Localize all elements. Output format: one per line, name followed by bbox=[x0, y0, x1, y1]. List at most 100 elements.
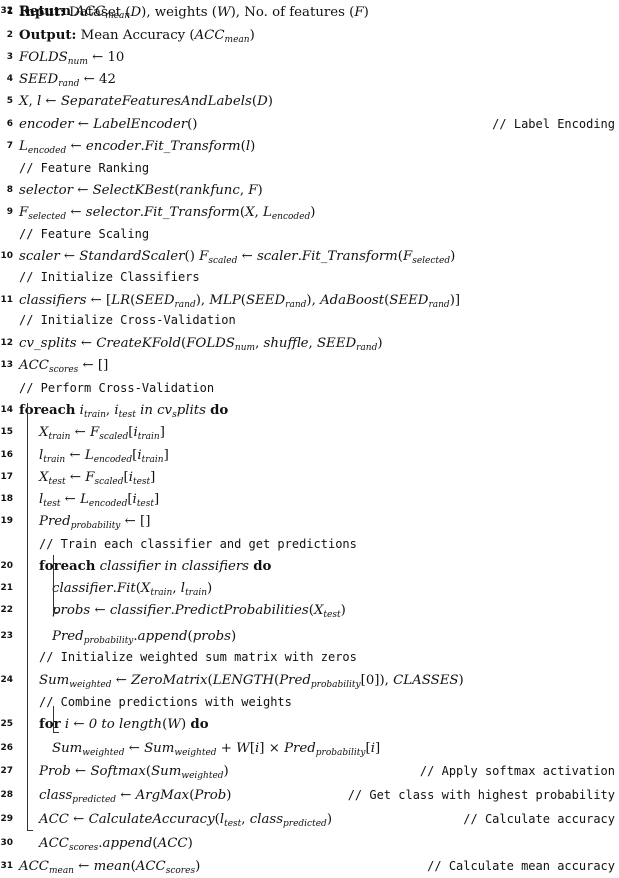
line-code: classpredicted ← ArgMax(Prob) bbox=[39, 788, 232, 805]
line-code: Lencoded ← encoder.Fit_Transform(l) bbox=[19, 139, 256, 156]
line-number: 22 bbox=[0, 605, 13, 615]
line-code: probs ← classifier.PredictProbabilities(… bbox=[52, 603, 346, 620]
line-code: // Feature Ranking bbox=[19, 161, 150, 175]
algorithm-comment-line: // Initialize Classifiers bbox=[0, 266, 619, 289]
line-code: Predprobability ← [] bbox=[39, 514, 151, 531]
algorithm-line-10: 10 scaler ← StandardScaler() Fscaled ← sc… bbox=[0, 245, 619, 268]
line-number: 11 bbox=[0, 295, 13, 305]
algorithm-line-3: 3 FOLDSnum ← 10 bbox=[0, 46, 619, 69]
line-code: ACCscores.append(ACC) bbox=[39, 836, 193, 853]
foreach-fold-block-bar bbox=[27, 403, 28, 830]
line-code: classifier.Fit(Xtrain, ltrain) bbox=[52, 581, 213, 598]
line-number: 7 bbox=[6, 141, 13, 151]
algorithm-comment-line: // Train each classifier and get predict… bbox=[0, 533, 619, 556]
line-code: Predprobability.append(probs) bbox=[52, 629, 237, 646]
algorithm-line-12: 12 cv_splits ← CreateKFold(FOLDSnum, shuf… bbox=[0, 332, 619, 355]
line-code: // Combine predictions with weights bbox=[39, 695, 292, 709]
line-comment: // Calculate accuracy bbox=[463, 812, 615, 826]
line-number: 15 bbox=[0, 427, 13, 437]
line-comment: // Apply softmax activation bbox=[419, 764, 615, 778]
line-code: scaler ← StandardScaler() Fscaled ← scal… bbox=[19, 249, 456, 266]
line-code: selector ← SelectKBest(rankfunc, F) bbox=[19, 183, 263, 198]
line-code: classifiers ← [LR(SEEDrand), MLP(SEEDran… bbox=[19, 293, 461, 310]
algorithm-line-18: 18 ltest ← Lencoded[itest] bbox=[0, 488, 619, 511]
line-number: 21 bbox=[0, 583, 13, 593]
for-weights-block-bar bbox=[53, 706, 54, 732]
algorithm-line-23: 23 Predprobability.append(probs) bbox=[0, 625, 619, 648]
line-number: 23 bbox=[0, 631, 13, 641]
line-code: ltest ← Lencoded[itest] bbox=[39, 492, 160, 509]
line-number: 18 bbox=[0, 494, 13, 504]
algorithm-line-31: 31 ACCmean ← mean(ACCscores) // Calculate … bbox=[0, 855, 619, 878]
line-number: 10 bbox=[0, 251, 13, 261]
algorithm-line-16: 16 ltrain ← Lencoded[itrain] bbox=[0, 444, 619, 467]
line-code: FOLDSnum ← 10 bbox=[19, 50, 125, 67]
algorithm-line-28: 28 classpredicted ← ArgMax(Prob) // Get cl… bbox=[0, 784, 619, 807]
line-comment: // Calculate mean accuracy bbox=[427, 859, 615, 873]
line-code: SEEDrand ← 42 bbox=[19, 72, 116, 89]
algorithm-line-15: 15 Xtrain ← Fscaled[itrain] bbox=[0, 421, 619, 444]
foreach-classifier-block-bar-end-tick bbox=[53, 612, 59, 613]
line-code: X, l ← SeparateFeaturesAndLabels(D) bbox=[19, 94, 273, 109]
line-code: foreach itrain, itest in cvsplits do bbox=[19, 403, 229, 420]
line-code: // Initialize weighted sum matrix with z… bbox=[39, 650, 357, 664]
line-code: foreach classifier in classifiers do bbox=[39, 559, 272, 574]
line-number: 19 bbox=[0, 516, 13, 526]
line-code: Input: Dataset (D), weights (W), No. of … bbox=[19, 5, 369, 20]
line-number: 5 bbox=[6, 96, 13, 106]
algorithm-comment-line: // Initialize weighted sum matrix with z… bbox=[0, 646, 619, 669]
line-code: for i ← 0 to length(W) do bbox=[39, 717, 209, 732]
line-number: 14 bbox=[0, 405, 13, 415]
line-code: Xtrain ← Fscaled[itrain] bbox=[39, 425, 165, 442]
line-number: 12 bbox=[0, 338, 13, 348]
line-number: 30 bbox=[0, 838, 13, 848]
algorithm-line-8: 8 selector ← SelectKBest(rankfunc, F) bbox=[0, 179, 619, 202]
line-code: Return ACCmean bbox=[19, 4, 131, 21]
line-code: Prob ← Softmax(Sumweighted) bbox=[39, 764, 229, 781]
line-code: Xtest ← Fscaled[itest] bbox=[39, 470, 156, 487]
line-number: 9 bbox=[6, 207, 13, 217]
algorithm-comment-line: // Combine predictions with weights bbox=[0, 691, 619, 714]
line-code: ACCmean ← mean(ACCscores) bbox=[19, 859, 201, 876]
line-number: 16 bbox=[0, 450, 13, 460]
line-code: // Train each classifier and get predict… bbox=[39, 537, 357, 551]
line-code: ltrain ← Lencoded[itrain] bbox=[39, 448, 169, 465]
line-number: 26 bbox=[0, 743, 13, 753]
line-code: // Initialize Classifiers bbox=[19, 270, 200, 284]
algorithm-line-11: 11 classifiers ← [LR(SEEDrand), MLP(SEEDr… bbox=[0, 289, 619, 312]
line-number: 13 bbox=[0, 360, 13, 370]
algorithm-comment-line: // Feature Scaling bbox=[0, 223, 619, 246]
line-comment: // Label Encoding bbox=[492, 117, 615, 131]
line-code: cv_splits ← CreateKFold(FOLDSnum, shuffl… bbox=[19, 336, 383, 353]
foreach-classifier-block-bar bbox=[53, 555, 54, 612]
line-number: 4 bbox=[6, 74, 13, 84]
algorithm-line-22: 22 probs ← classifier.PredictProbabilitie… bbox=[0, 599, 619, 622]
line-code: Sumweighted ← ZeroMatrix(LENGTH(Predprob… bbox=[39, 673, 464, 690]
line-number: 28 bbox=[0, 790, 13, 800]
algorithm-line-30: 30 ACCscores.append(ACC) bbox=[0, 832, 619, 855]
line-number: 31 bbox=[0, 861, 13, 871]
line-number: 25 bbox=[0, 719, 13, 729]
algorithm-comment-line: // Feature Ranking bbox=[0, 157, 619, 180]
line-code: ACC ← CalculateAccuracy(ltest, classpred… bbox=[39, 812, 333, 829]
algorithm-comment-line: // Perform Cross-Validation bbox=[0, 377, 619, 400]
line-number: 6 bbox=[6, 119, 13, 129]
algorithm-line-4: 4 SEEDrand ← 42 bbox=[0, 68, 619, 91]
line-number: 3 bbox=[6, 52, 13, 62]
line-comment: // Get class with highest probability bbox=[347, 788, 615, 802]
algorithm-line-14: 14 foreach itrain, itest in cvsplits do bbox=[0, 399, 619, 422]
line-number: 8 bbox=[6, 185, 13, 195]
